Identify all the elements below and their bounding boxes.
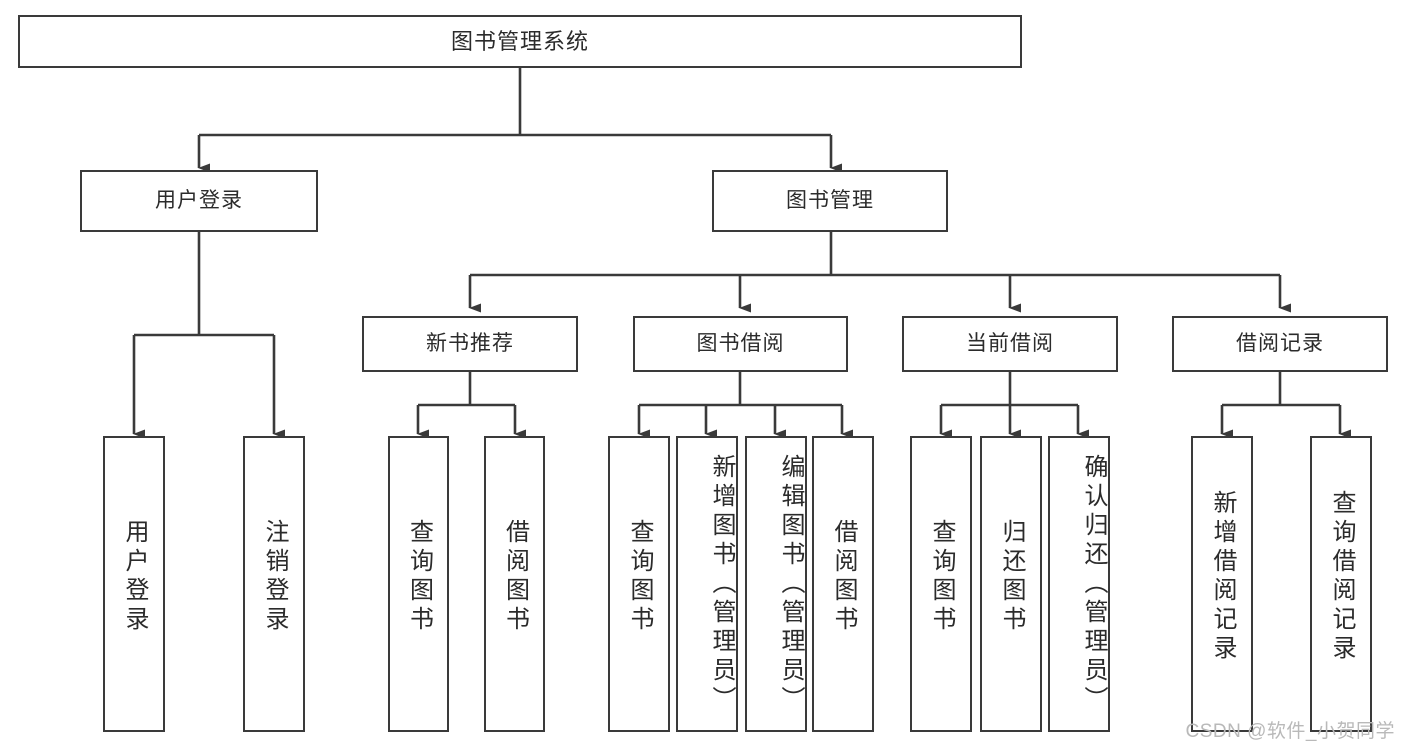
node-borrow-record[interactable]: 借阅记录 [1172,316,1388,372]
node-book-manage[interactable]: 图书管理 [712,170,948,232]
node-book-borrow[interactable]: 图书借阅 [633,316,848,372]
node-leaf-add-record[interactable]: 新增借阅记录 [1191,436,1253,732]
node-leaf-borrow-book-2[interactable]: 借阅图书 [812,436,874,732]
node-current-borrow[interactable]: 当前借阅 [902,316,1118,372]
node-leaf-user-login[interactable]: 用户登录 [103,436,165,732]
node-leaf-return-book[interactable]: 归还图书 [980,436,1042,732]
node-new-book-recommend[interactable]: 新书推荐 [362,316,578,372]
node-leaf-query-book-1[interactable]: 查询图书 [388,436,449,732]
node-leaf-logout[interactable]: 注销登录 [243,436,305,732]
node-leaf-confirm-return[interactable]: 确认归还（管理员） [1048,436,1110,732]
node-leaf-query-record[interactable]: 查询借阅记录 [1310,436,1372,732]
node-root[interactable]: 图书管理系统 [18,15,1022,68]
node-leaf-edit-book[interactable]: 编辑图书（管理员） [745,436,807,732]
node-user-login[interactable]: 用户登录 [80,170,318,232]
node-leaf-query-book-3[interactable]: 查询图书 [910,436,972,732]
node-leaf-add-book[interactable]: 新增图书（管理员） [676,436,738,732]
watermark: CSDN @软件_小贺同学 [1185,721,1395,742]
node-leaf-borrow-book-1[interactable]: 借阅图书 [484,436,545,732]
node-leaf-query-book-2[interactable]: 查询图书 [608,436,670,732]
